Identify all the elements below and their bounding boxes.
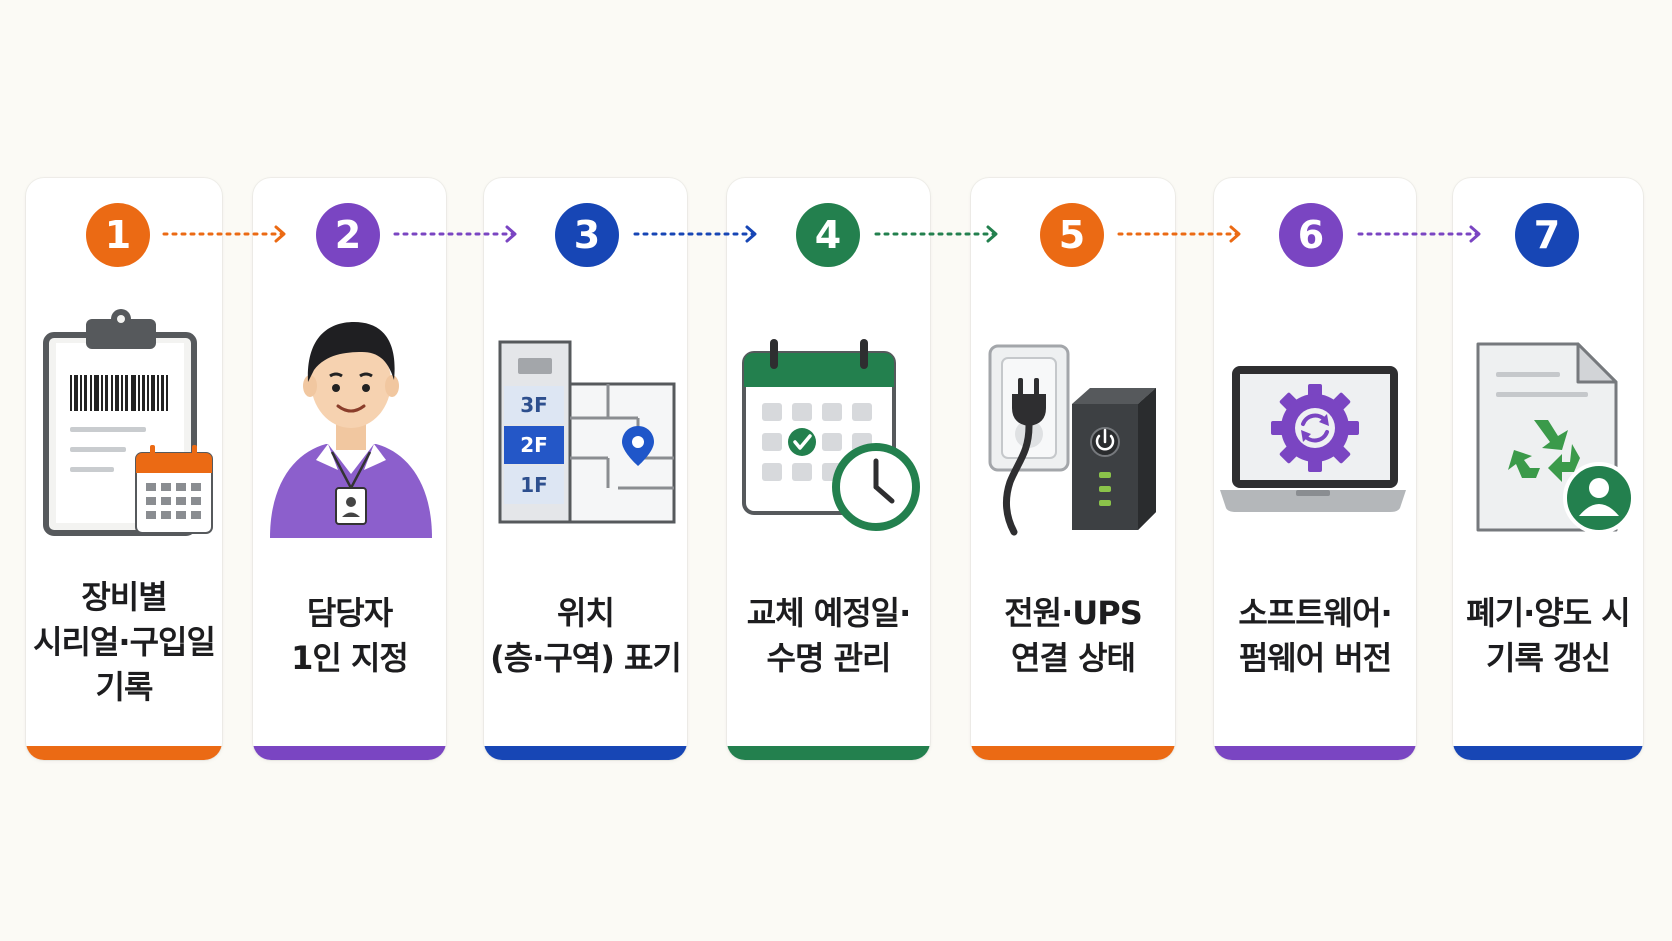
floor-label-3f: 3F xyxy=(520,393,548,417)
arrow-icon xyxy=(1117,225,1241,243)
step-number-7: 7 xyxy=(1515,203,1579,267)
step-label-2: 담당자 1인 지정 xyxy=(291,594,409,677)
plug-ups-icon xyxy=(988,344,1156,536)
step-accent-bar xyxy=(971,746,1175,760)
document-recycle-user-icon xyxy=(1476,342,1635,534)
step-number-3: 3 xyxy=(555,203,619,267)
step-number-1: 1 xyxy=(86,203,150,267)
step-label-1: 장비별 시리얼·구입일 기록 xyxy=(33,578,216,706)
floor-label-2f: 2F xyxy=(520,433,548,457)
laptop-gear-sync-icon xyxy=(1220,366,1406,512)
step-accent-bar xyxy=(253,746,446,760)
step-number-5: 5 xyxy=(1040,203,1104,267)
step-accent-bar xyxy=(727,746,930,760)
step-accent-bar xyxy=(1214,746,1416,760)
step-number-6: 6 xyxy=(1279,203,1343,267)
step-label-3: 위치 (층·구역) 표기 xyxy=(490,594,682,677)
step-number-4: 4 xyxy=(796,203,860,267)
step-label-7: 폐기·양도 시 기록 갱신 xyxy=(1466,594,1631,677)
step-label-5: 전원·UPS 연결 상태 xyxy=(1004,594,1143,677)
clipboard-barcode-calendar-icon xyxy=(43,309,213,536)
step-label-4: 교체 예정일· 수명 관리 xyxy=(746,594,912,677)
step-accent-bar xyxy=(1453,746,1643,760)
arrow-icon xyxy=(393,225,517,243)
step-accent-bar xyxy=(26,746,222,760)
arrow-icon xyxy=(633,225,757,243)
floor-label-1f: 1F xyxy=(520,473,548,497)
arrow-icon xyxy=(162,225,286,243)
step-number-2: 2 xyxy=(316,203,380,267)
step-accent-bar xyxy=(484,746,687,760)
person-badge-icon xyxy=(270,322,432,538)
calendar-clock-icon xyxy=(742,339,920,531)
arrow-icon xyxy=(1357,225,1481,243)
step-label-6: 소프트웨어· 펌웨어 버전 xyxy=(1238,594,1392,677)
floor-map-pin-icon: 3F 2F 1F xyxy=(498,340,676,524)
arrow-icon xyxy=(874,225,998,243)
